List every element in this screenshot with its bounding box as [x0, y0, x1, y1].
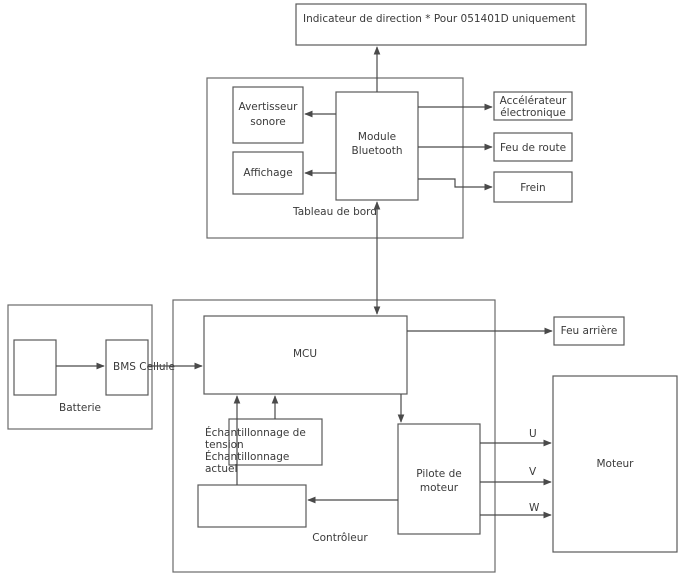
phase-u-label: U — [529, 428, 537, 440]
rear-light-label: Feu arrière — [561, 325, 618, 337]
sampling-box — [228, 418, 323, 466]
sampling-label-line2: tension — [205, 439, 244, 451]
horn-label-line1: Avertisseur — [239, 101, 299, 113]
electronic-accelerator-box — [493, 91, 573, 121]
display-label: Affichage — [243, 167, 292, 179]
bms-label: BMS Cellule — [113, 361, 175, 373]
battery-title: Batterie — [59, 402, 101, 414]
bluetooth-label-line2: Bluetooth — [352, 145, 403, 157]
motor-driver-box — [397, 423, 481, 535]
dashboard-frame — [206, 77, 464, 239]
bluetooth-label-line1: Module — [358, 131, 396, 143]
bms-box — [105, 339, 149, 396]
arrow-to-brake — [418, 178, 493, 191]
horn-label-line2: sonore — [250, 116, 286, 128]
sampling-label-line1: Échantillonnage de — [205, 426, 306, 439]
brake-box — [493, 171, 573, 203]
mcu-box — [203, 315, 408, 395]
direction-indicator-box — [295, 3, 587, 46]
mcu-label: MCU — [293, 348, 317, 360]
headlight-box — [493, 132, 573, 162]
accelerator-label-line2: électronique — [500, 107, 566, 119]
brake-label: Frein — [520, 182, 545, 194]
motor-driver-label-line1: Pilote de — [416, 468, 461, 480]
battery-frame — [7, 304, 153, 430]
sensor-box — [197, 484, 307, 528]
headlight-label: Feu de route — [500, 142, 566, 154]
controller-frame — [172, 299, 496, 573]
motor-label: Moteur — [596, 458, 634, 470]
accelerator-label-line1: Accélérateur — [500, 95, 567, 107]
dashboard-title: Tableau de bord — [292, 206, 377, 218]
battery-cell-box — [13, 339, 57, 396]
direction-indicator-label: Indicateur de direction * Pour 051401D u… — [303, 13, 576, 25]
display-box — [232, 151, 304, 195]
rear-light-box — [553, 316, 625, 346]
controller-title: Contrôleur — [312, 532, 368, 544]
motor-driver-label-line2: moteur — [420, 482, 459, 494]
sampling-label-line3: Échantillonnage — [205, 450, 289, 463]
sampling-label-line4: actuel — [205, 463, 237, 475]
horn-box — [232, 86, 304, 144]
phase-w-label: W — [529, 502, 540, 514]
phase-v-label: V — [529, 466, 537, 478]
motor-box — [552, 375, 678, 553]
